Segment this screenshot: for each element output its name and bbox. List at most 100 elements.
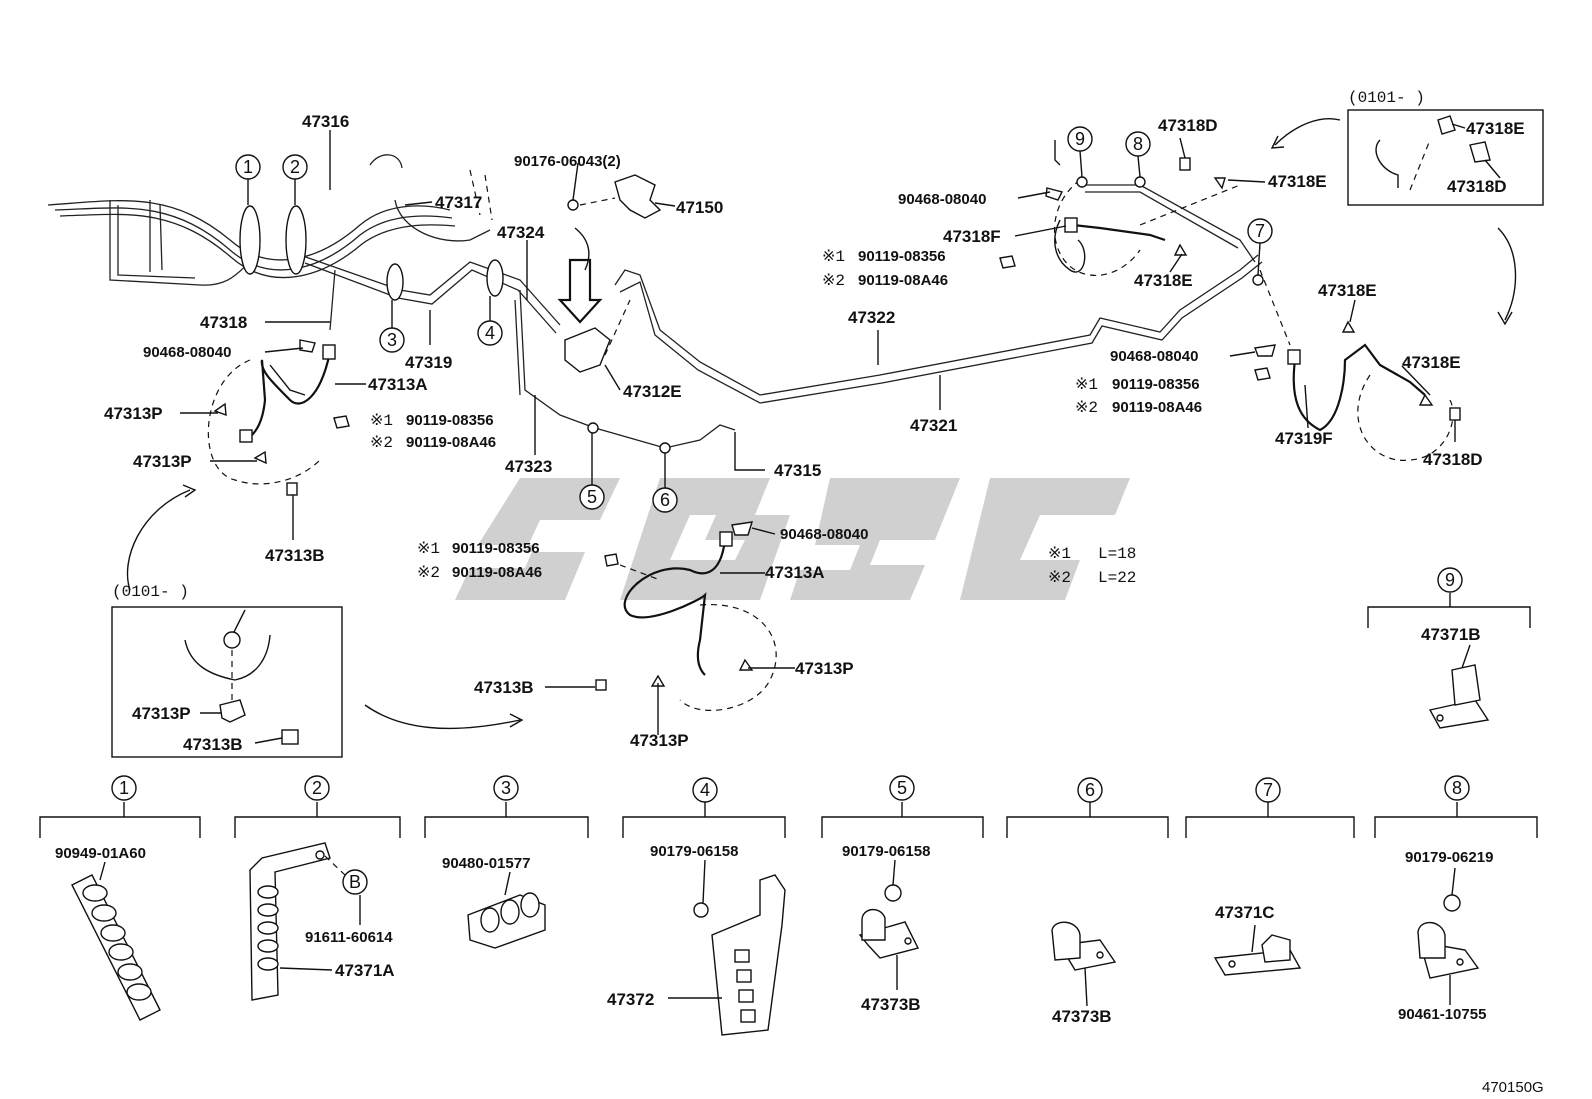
clamp-5-detail	[858, 859, 920, 990]
bolt-icon	[1469, 141, 1491, 163]
label-47322: 47322	[848, 308, 895, 327]
svg-text:4: 4	[700, 780, 710, 800]
label-47318d-inset: 47318D	[1447, 177, 1507, 196]
bleeder-icon	[1173, 243, 1188, 256]
remark-length-2: L=22	[1098, 569, 1136, 587]
svg-text:5: 5	[587, 487, 597, 507]
clamp-3-detail	[467, 871, 546, 949]
detail-callout-circles	[111, 567, 1470, 895]
label-90461: 90461-10755	[1398, 1006, 1486, 1023]
bracket-bolt-icon	[286, 482, 298, 496]
label-90468-b: 90468-08040	[780, 526, 868, 543]
svg-text:3: 3	[387, 330, 397, 350]
label-47318e-d: 47318E	[1402, 353, 1461, 372]
inset-rear-right	[1270, 109, 1544, 326]
marker-note-1-a: ※1	[370, 412, 393, 430]
clamp-1-detail	[71, 861, 161, 1021]
marker-note-2-d: ※2	[1075, 399, 1098, 417]
label-47373b-6: 47373B	[1052, 1007, 1112, 1026]
clamp-4-on-harness	[486, 259, 504, 297]
label-47316: 47316	[302, 112, 349, 131]
label-47319: 47319	[405, 353, 452, 372]
label-47313a-b: 47313A	[765, 563, 825, 582]
label-47371c: 47371C	[1215, 903, 1275, 922]
marker-note-2-c: ※2	[822, 272, 845, 290]
label-47371a: 47371A	[335, 961, 395, 980]
bracket-bolt-icon	[1449, 407, 1461, 421]
svg-text:2: 2	[312, 778, 322, 798]
bleeder-icon	[1418, 393, 1434, 406]
bolt-icon	[999, 255, 1016, 269]
svg-text:8: 8	[1452, 778, 1462, 798]
union-bolt-icon	[1064, 217, 1078, 233]
label-47318: 47318	[200, 313, 247, 332]
label-90480: 90480-01577	[442, 855, 530, 872]
label-47150: 47150	[676, 198, 723, 217]
inset-front-left	[111, 484, 524, 758]
bolt-icon	[1254, 367, 1271, 381]
clip-icon	[731, 521, 753, 536]
bleeder-icon	[1341, 320, 1356, 333]
label-47313b-inset: 47313B	[183, 735, 243, 754]
svg-text:7: 7	[1255, 221, 1265, 241]
clip-icon	[1045, 187, 1064, 201]
front-brake-tube-bundle	[47, 154, 1263, 449]
front-left-hose	[207, 339, 350, 496]
bolt-icon	[281, 729, 299, 745]
label-47317: 47317	[435, 193, 482, 212]
label-90468-a: 90468-08040	[143, 344, 231, 361]
union-bolt-icon	[719, 531, 733, 547]
svg-text:7: 7	[1263, 780, 1273, 800]
label-47372: 47372	[607, 990, 654, 1009]
marker-note-1-d: ※1	[1075, 376, 1098, 394]
remark-marker-2: ※2	[1048, 569, 1071, 587]
svg-text:B: B	[349, 872, 361, 892]
label-47318e-inset: 47318E	[1466, 119, 1525, 138]
callout-circle-lines	[247, 150, 1261, 488]
rear-left-hose	[999, 140, 1241, 277]
label-47323: 47323	[505, 457, 552, 476]
label-47318e-a: 47318E	[1134, 271, 1193, 290]
remark-length-1: L=18	[1098, 545, 1136, 563]
label-90949: 90949-01A60	[55, 845, 146, 862]
label-90119-d2: 90119-08A46	[1112, 399, 1202, 416]
label-47371b: 47371B	[1421, 625, 1481, 644]
label-47313p-a: 47313P	[104, 404, 163, 423]
bolt-icon	[333, 415, 350, 429]
svg-text:8: 8	[1133, 134, 1143, 154]
leader-lines	[180, 123, 1501, 744]
label-90468-d: 90468-08040	[1110, 348, 1198, 365]
label-47321: 47321	[910, 416, 957, 435]
label-47318e-b: 47318E	[1268, 172, 1327, 191]
label-47313p-d: 47313P	[630, 731, 689, 750]
label-90179-5: 90179-06158	[842, 843, 930, 860]
marker-note-1-c: ※1	[822, 248, 845, 266]
marker-note-2-a: ※2	[370, 434, 393, 452]
svg-text:9: 9	[1075, 129, 1085, 149]
svg-text:5: 5	[897, 778, 907, 798]
svg-text:3: 3	[501, 778, 511, 798]
label-90119-a1: 90119-08356	[406, 412, 494, 429]
remark-marker-1: ※1	[1048, 545, 1071, 563]
clip-icon	[1254, 344, 1276, 357]
rear-right-hose	[1254, 269, 1461, 461]
svg-text:6: 6	[1085, 780, 1095, 800]
label-91611: 91611-60614	[305, 929, 393, 946]
label-47373b-5: 47373B	[861, 995, 921, 1014]
date-range-left: (0101- )	[112, 583, 189, 601]
label-47313p-b: 47313P	[133, 452, 192, 471]
label-47324: 47324	[497, 223, 545, 242]
label-90176: 90176-06043(2)	[514, 153, 621, 170]
bracket-icon	[1437, 115, 1456, 135]
label-90119-a2: 90119-08A46	[406, 434, 496, 451]
label-47318d-a: 47318D	[1158, 116, 1218, 135]
bracket-bolt-icon	[595, 679, 607, 691]
label-47318d-b: 47318D	[1423, 450, 1483, 469]
svg-text:6: 6	[660, 490, 670, 510]
svg-text:1: 1	[243, 157, 253, 177]
label-47313p-inset: 47313P	[132, 704, 191, 723]
label-47318e-c: 47318E	[1318, 281, 1377, 300]
clamp-8-detail	[1417, 867, 1480, 1005]
clamp-2-on-harness	[285, 205, 307, 275]
label-47313p-c: 47313P	[795, 659, 854, 678]
